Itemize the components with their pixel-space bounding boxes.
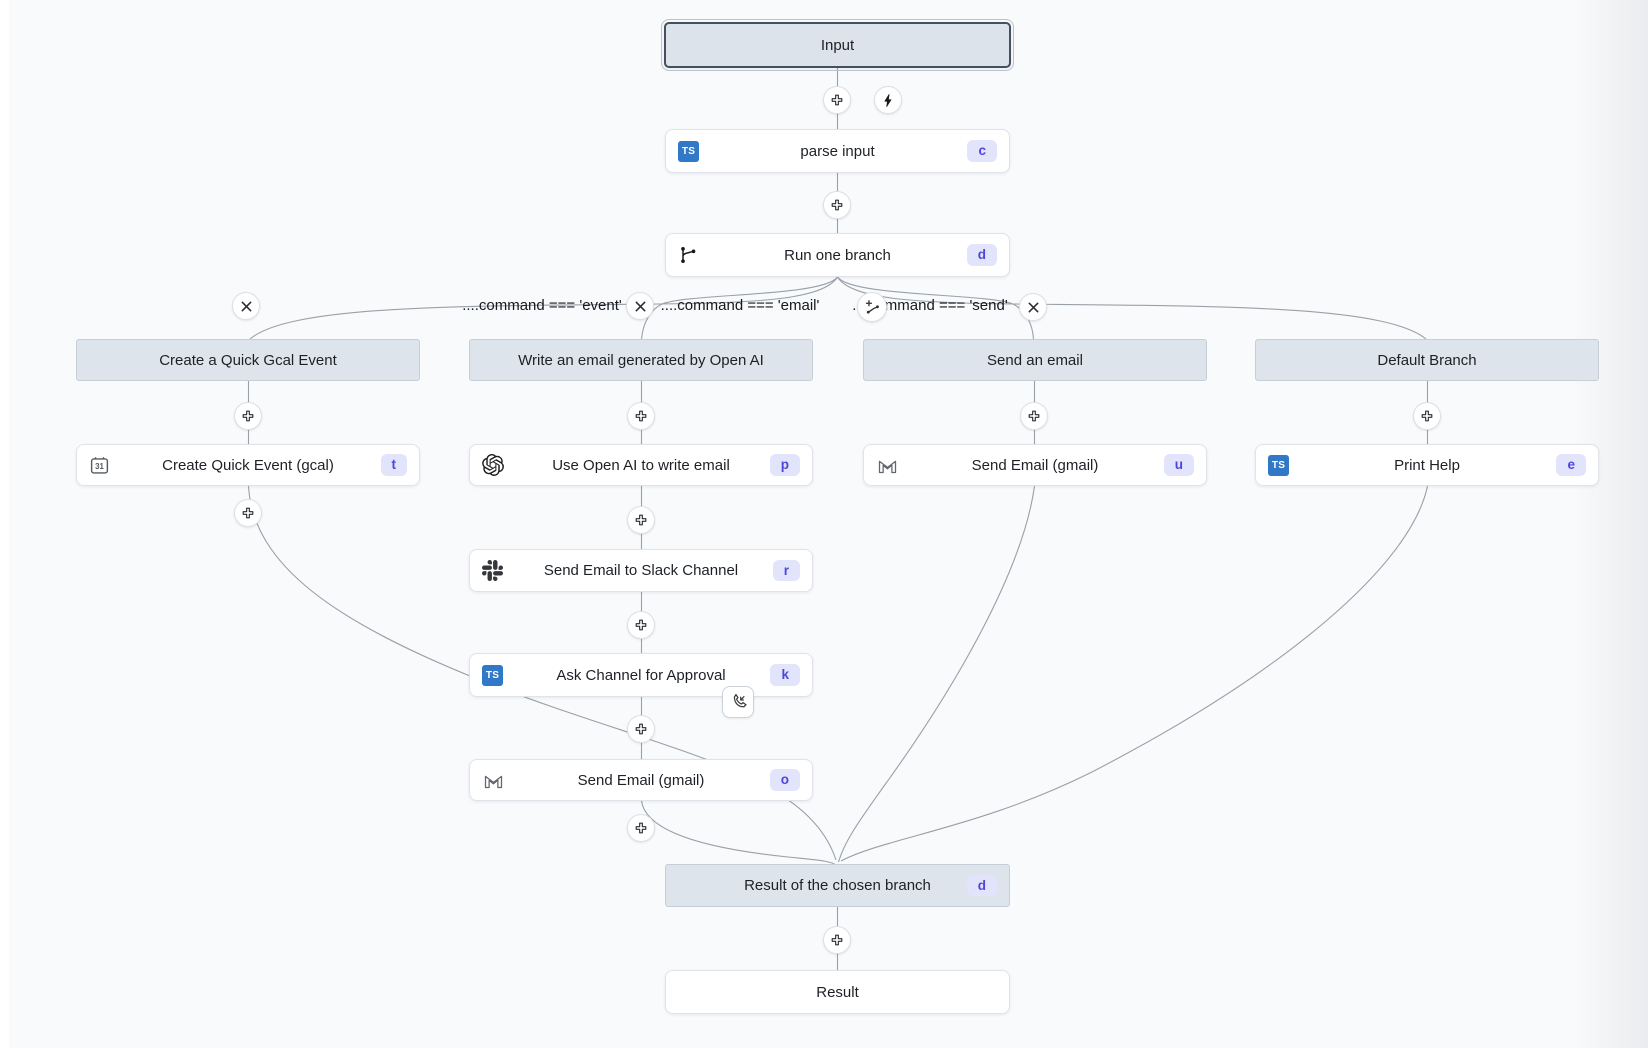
- gmail-icon: [482, 770, 505, 790]
- step-node-slack-channel[interactable]: Send Email to Slack Channel r: [469, 549, 813, 592]
- insert-step-button[interactable]: [1020, 402, 1048, 430]
- result-node-label: Result: [816, 983, 859, 1001]
- insert-step-button[interactable]: [627, 715, 655, 743]
- remove-branch-button[interactable]: [1019, 293, 1047, 321]
- shortcut-badge: c: [967, 140, 997, 162]
- step-label: Ask Channel for Approval: [556, 666, 726, 684]
- shortcut-badge: r: [772, 559, 800, 582]
- insert-step-button[interactable]: [627, 814, 655, 842]
- branch-condition-label: ....command === 'event': [462, 297, 622, 314]
- insert-step-button[interactable]: [627, 402, 655, 430]
- typescript-icon: TS: [482, 664, 503, 686]
- git-branch-icon: [678, 245, 698, 265]
- shortcut-badge: p: [769, 454, 800, 476]
- add-branch-icon: [864, 299, 881, 316]
- branch-header-openai-email[interactable]: Write an email generated by Open AI: [469, 339, 813, 381]
- insert-step-button[interactable]: [823, 86, 851, 114]
- shortcut-badge: e: [1556, 454, 1586, 476]
- typescript-icon: TS: [1268, 454, 1289, 476]
- result-chosen-branch-node[interactable]: Result of the chosen branch d: [665, 864, 1010, 907]
- step-label: Send Email to Slack Channel: [543, 562, 739, 579]
- svg-text:31: 31: [95, 461, 104, 470]
- canvas-left-margin: [0, 0, 9, 1048]
- input-node[interactable]: Input: [661, 19, 1014, 71]
- step-node-send-email-gmail-approval[interactable]: Send Email (gmail) o: [469, 759, 813, 801]
- step-label: Send Email (gmail): [577, 771, 705, 789]
- step-label: Run one branch: [784, 246, 891, 264]
- insert-step-button[interactable]: [234, 499, 262, 527]
- insert-step-button[interactable]: [627, 506, 655, 534]
- run-one-branch-node[interactable]: Run one branch d: [665, 233, 1010, 277]
- gmail-icon: [876, 455, 899, 475]
- trigger-bolt-button[interactable]: [874, 86, 902, 114]
- step-node-send-email-gmail[interactable]: Send Email (gmail) u: [863, 444, 1207, 486]
- step-label: parse input: [800, 142, 875, 160]
- step-label: Result of the chosen branch: [744, 877, 931, 894]
- shortcut-badge: o: [769, 769, 800, 791]
- insert-step-button[interactable]: [823, 191, 851, 219]
- remove-branch-button[interactable]: [232, 292, 260, 320]
- parse-input-step-node[interactable]: TS parse input c: [665, 129, 1010, 173]
- step-node-openai-write-email[interactable]: Use Open AI to write email p: [469, 444, 813, 486]
- typescript-icon: TS: [678, 140, 699, 162]
- branch-header-label: Write an email generated by Open AI: [518, 351, 764, 369]
- shortcut-badge: t: [380, 454, 407, 476]
- insert-step-button[interactable]: [823, 926, 851, 954]
- step-label: Use Open AI to write email: [552, 456, 730, 474]
- branch-header-send-email[interactable]: Send an email: [863, 339, 1207, 381]
- shortcut-badge: u: [1163, 454, 1194, 476]
- branch-header-label: Default Branch: [1377, 351, 1477, 369]
- shortcut-badge: d: [966, 874, 997, 897]
- step-label: Send Email (gmail): [971, 456, 1099, 474]
- branch-header-label: Create a Quick Gcal Event: [159, 351, 337, 369]
- branch-header-default[interactable]: Default Branch: [1255, 339, 1599, 381]
- branch-condition-label: ....command === 'email': [660, 297, 820, 314]
- step-label: Print Help: [1394, 456, 1460, 474]
- step-node-create-quick-event[interactable]: 31 Create Quick Event (gcal) t: [76, 444, 420, 486]
- shortcut-badge: d: [966, 244, 997, 266]
- insert-step-button[interactable]: [234, 402, 262, 430]
- add-branch-button[interactable]: [857, 292, 887, 322]
- branch-header-label: Send an email: [987, 351, 1083, 369]
- branch-condition-label: ....command === 'send': [852, 297, 1008, 314]
- phone-incoming-icon: [730, 693, 747, 711]
- insert-step-button[interactable]: [627, 611, 655, 639]
- result-node[interactable]: Result: [665, 970, 1010, 1014]
- remove-branch-button[interactable]: [626, 292, 654, 320]
- shortcut-badge: k: [770, 664, 800, 686]
- step-label: Create Quick Event (gcal): [162, 456, 334, 474]
- suspend-approval-badge: [722, 686, 754, 718]
- step-node-print-help[interactable]: TS Print Help e: [1255, 444, 1599, 486]
- input-node-label: Input: [820, 36, 855, 54]
- step-node-ask-channel-approval[interactable]: TS Ask Channel for Approval k: [469, 653, 813, 697]
- branch-header-gcal-event[interactable]: Create a Quick Gcal Event: [76, 339, 420, 381]
- openai-icon: [482, 454, 504, 476]
- gcal-calendar-icon: 31: [89, 455, 110, 476]
- insert-step-button[interactable]: [1413, 402, 1441, 430]
